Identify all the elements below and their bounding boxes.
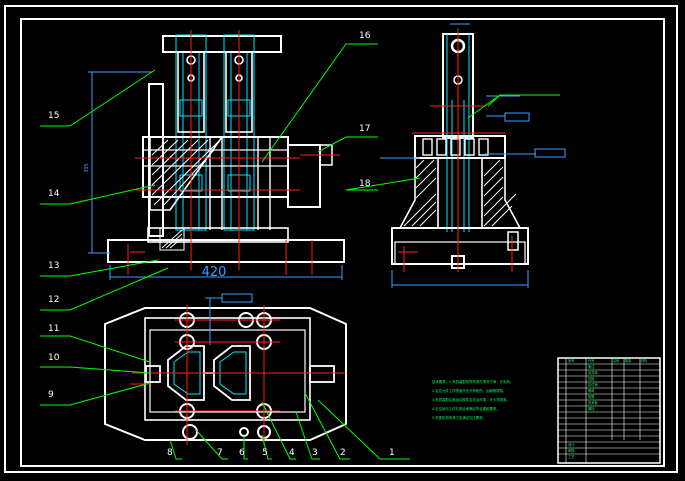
tb-cell: 备注: [588, 364, 595, 369]
tb-cell: 定位销: [588, 382, 598, 387]
tb-cell: 审核: [568, 448, 575, 453]
front-center-lines: [127, 30, 340, 275]
tb-cell: 序号: [568, 358, 574, 363]
tb-cell: 支承板: [588, 400, 598, 405]
callout-10: 10: [48, 353, 60, 363]
callout-14: 14: [48, 189, 60, 199]
tb-cell: 代号: [588, 358, 594, 363]
tb-cell: 压板: [588, 376, 595, 381]
callout-1: 1: [389, 448, 395, 458]
callout-9: 9: [48, 390, 54, 400]
front-base-hatch: [159, 227, 185, 251]
title-block-grid: [558, 358, 660, 463]
tb-cell: 夹具体: [588, 370, 598, 375]
callout-16: 16: [359, 31, 371, 41]
callout-3: 3: [312, 448, 318, 458]
side-right-web-hatch: [481, 157, 522, 229]
plan-outline: [104, 307, 347, 441]
callout-12: 12: [48, 295, 59, 305]
tb-cell: 名称: [613, 358, 620, 363]
tb-cell: 螺母: [588, 388, 594, 393]
side-dimension-lines: [380, 23, 566, 288]
front-section-hatch: [149, 136, 224, 211]
callout-numbers: 15 14 13 12 11 10 9 16 17 18 1 2 3 4 5 6…: [48, 31, 395, 458]
front-body-ribs: [209, 137, 271, 230]
front-left-bracket: [148, 83, 164, 237]
callout-4: 4: [289, 448, 295, 458]
callout-18: 18: [359, 179, 371, 189]
outer-border: [4, 5, 678, 473]
plan-view: [104, 293, 347, 445]
tech-note-line: 5.夹紧机构夹紧力应满足加工要求。: [432, 415, 486, 420]
plan-inner-plate: [144, 317, 311, 421]
front-height-dimension: 395: [84, 163, 90, 173]
front-base-plate: [107, 239, 345, 263]
tb-cell: 螺栓: [588, 406, 595, 411]
callout-15: 15: [48, 111, 59, 121]
side-center-lines: [398, 28, 513, 272]
plan-center-lines: [130, 305, 345, 445]
technical-notes: 技术要求：1.夹具装配前所有零件清洗干净，去毛刺。 2.定位元件工作表面不允许有…: [432, 379, 513, 420]
callout-11: 11: [48, 324, 59, 334]
tech-note-line: 技术要求：1.夹具装配前所有零件清洗干净，去毛刺。: [432, 379, 513, 384]
tech-note-line: 2.定位元件工作表面不允许有碰伤、划痕等缺陷。: [432, 388, 506, 393]
inner-border: [20, 18, 665, 467]
side-top-body: [414, 135, 506, 159]
tb-cell: 材料: [641, 358, 648, 363]
plan-screw: [309, 365, 335, 383]
title-block: 序号 代号 名称 数量 材料 备注 夹具体 压板 定位销 螺母 垫圈 支承板 螺…: [557, 357, 661, 464]
front-width-dimension: 420: [202, 265, 227, 280]
callout-17: 17: [359, 124, 370, 134]
front-view: 420 395: [84, 30, 345, 280]
side-slots: [422, 138, 489, 156]
tech-note-line: 3.夹具装配后各运动部件应灵活可靠，无卡滞现象。: [432, 397, 510, 402]
front-top-plate: [162, 35, 282, 53]
tb-cell: 设计: [568, 442, 575, 447]
tb-cell: 工艺: [568, 454, 574, 459]
front-posts: [177, 51, 253, 133]
plan-dimension-lines: [205, 293, 253, 345]
title-block-text: 序号 代号 名称 数量 材料 备注 夹具体 压板 定位销 螺母 垫圈 支承板 螺…: [568, 358, 648, 459]
callout-6: 6: [239, 448, 245, 458]
callout-13: 13: [48, 261, 59, 271]
front-right-block: [287, 144, 321, 208]
front-dimension-lines: [88, 71, 343, 280]
side-view: [380, 23, 566, 288]
callout-leaders: [40, 43, 560, 460]
callout-7: 7: [217, 448, 223, 458]
plan-jaw-inserts: [173, 351, 247, 395]
tb-cell: 数量: [625, 358, 632, 363]
side-left-web-hatch: [398, 157, 439, 229]
callout-8: 8: [167, 448, 173, 458]
callout-2: 2: [340, 448, 346, 458]
tb-cell: 垫圈: [588, 394, 594, 399]
tech-note-line: 4.定位销与工件孔配合间隙应符合图纸要求。: [432, 406, 500, 411]
callout-5: 5: [262, 448, 268, 458]
